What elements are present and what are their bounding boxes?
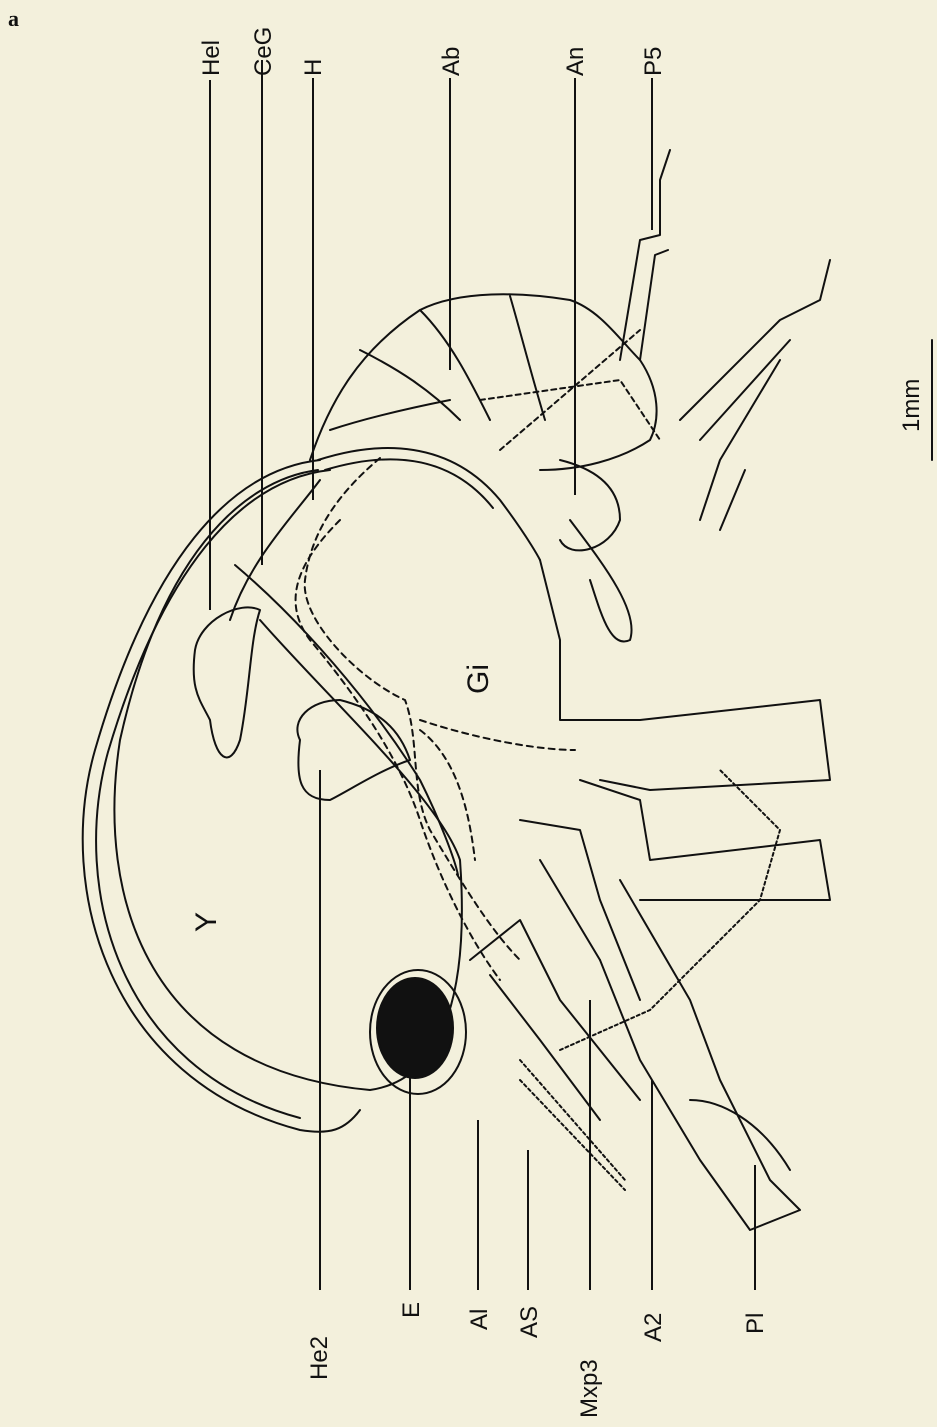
carapace-outline [83,460,360,1132]
gill-dashed-3 [420,720,575,750]
leg-group-2 [580,780,830,900]
maxilliped [520,820,640,1000]
yolk-label: Y [190,912,224,932]
leg-group-1 [540,560,830,790]
label-ab: Ab [438,47,466,76]
anal-lobe [560,460,620,550]
abdomen-seg-4 [510,296,545,420]
label-p1: Pl [742,1313,770,1334]
label-mxp3: Mxp3 [576,1359,604,1418]
antennule-chain [520,1060,625,1190]
carapace-inner-outline [96,470,330,1118]
hepatic-lobe-1 [194,607,260,757]
label-e: E [398,1302,426,1318]
gill-dashed-2 [296,520,500,980]
body-dorsal-line-inner [325,459,493,508]
hepatic-lobe-2 [297,700,410,800]
abdomen-seg-1 [330,400,450,430]
label-h: H [300,59,328,76]
label-ceg: CeG [250,27,278,76]
abdomen-dashed [480,330,660,450]
uropod [570,520,632,642]
label-an: An [562,47,590,76]
antennule [470,920,640,1120]
scale-bar-label: 1mm [898,379,926,432]
label-he2: He2 [306,1336,334,1380]
label-p5: P5 [640,47,668,76]
label-a2: A2 [640,1313,668,1342]
pereopod-5 [620,150,670,360]
cephalic-line-2 [235,565,458,875]
pereopod-4 [680,260,830,440]
antenna-2-chain [560,770,780,1050]
label-hel: Hel [198,40,226,76]
cheliped-1 [600,880,800,1230]
gill-dashed-1 [305,458,520,960]
label-a1: Al [466,1309,494,1330]
pereopod-3 [700,360,780,530]
cheliped-claw [690,1100,790,1170]
gill-label: Gi [462,664,496,694]
label-as: AS [516,1306,544,1338]
eye-pigment [377,978,453,1078]
